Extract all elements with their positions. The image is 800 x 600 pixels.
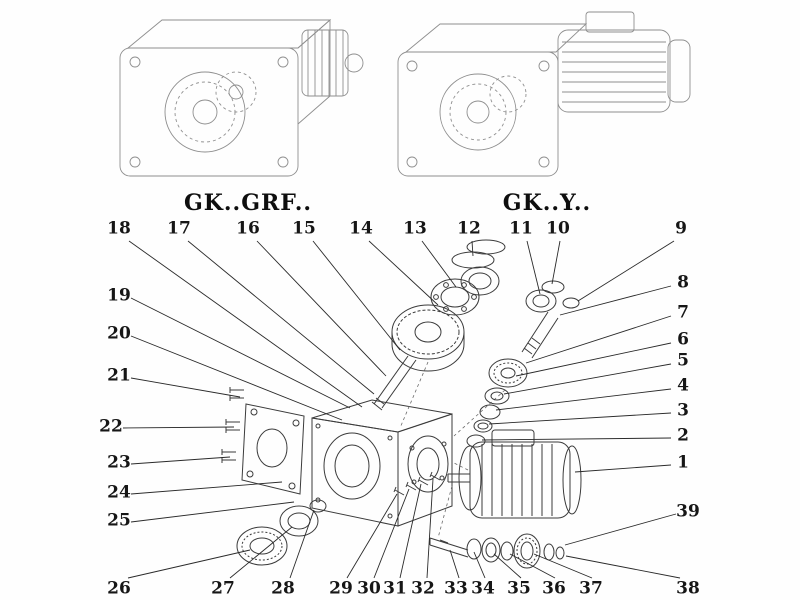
leader-line-16 — [256, 240, 387, 377]
part-callout-38: 38 — [676, 578, 700, 599]
gearbox-drawing-gky — [397, 11, 691, 177]
part-callout-26: 26 — [107, 578, 131, 599]
part-callout-27: 27 — [211, 578, 235, 599]
leader-line-28 — [289, 509, 315, 579]
exploded-pinion-assembly — [466, 280, 580, 448]
leader-line-24 — [130, 481, 283, 495]
part-callout-25: 25 — [107, 510, 131, 531]
part-callout-22: 22 — [99, 416, 123, 437]
leader-line-29 — [346, 493, 398, 579]
leader-line-11 — [526, 240, 541, 295]
leader-line-20 — [130, 335, 343, 421]
part-callout-28: 28 — [271, 578, 295, 599]
leader-line-10 — [551, 240, 561, 285]
leader-line-30 — [373, 488, 410, 579]
leader-line-13 — [421, 240, 457, 288]
leader-line-8 — [559, 285, 672, 316]
part-callout-35: 35 — [507, 578, 531, 599]
leader-line-32 — [426, 478, 434, 579]
part-callout-6: 6 — [677, 329, 689, 350]
part-callout-14: 14 — [349, 218, 373, 239]
part-callout-17: 17 — [167, 218, 191, 239]
part-callout-13: 13 — [403, 218, 427, 239]
leader-line-19 — [130, 297, 351, 409]
exploded-screws — [221, 387, 244, 463]
part-callout-20: 20 — [107, 323, 131, 344]
part-callout-10: 10 — [546, 218, 570, 239]
part-callout-1: 1 — [677, 452, 689, 473]
leader-line-5 — [503, 363, 672, 395]
exploded-flange-plate — [241, 403, 305, 495]
exploded-ring-gear-bearing — [236, 499, 327, 566]
part-callout-12: 12 — [457, 218, 481, 239]
part-callout-8: 8 — [677, 272, 689, 293]
leader-line-6 — [515, 342, 672, 377]
leader-line-4 — [495, 388, 672, 411]
part-callout-21: 21 — [107, 365, 131, 386]
gearbox-drawing-grf — [119, 19, 364, 177]
model-label-gk-y: GK..Y.. — [502, 190, 592, 216]
part-callout-29: 29 — [329, 578, 353, 599]
part-callout-36: 36 — [542, 578, 566, 599]
leader-line-34 — [473, 551, 486, 579]
leader-line-14 — [368, 240, 439, 306]
exploded-output-shaft-assembly — [429, 533, 565, 569]
part-callout-18: 18 — [107, 218, 131, 239]
part-callout-9: 9 — [675, 218, 687, 239]
leader-line-12 — [471, 240, 474, 257]
leader-line-33 — [449, 549, 460, 579]
leader-line-39 — [564, 513, 677, 546]
leader-line-9 — [577, 240, 675, 302]
leader-line-31 — [399, 483, 422, 579]
leader-line-22 — [122, 426, 235, 429]
leader-line-38 — [565, 555, 681, 579]
leader-line-17 — [187, 240, 375, 395]
leader-line-23 — [130, 456, 231, 465]
leader-line-2 — [481, 437, 672, 441]
part-callout-11: 11 — [509, 218, 533, 239]
leader-line-26 — [127, 549, 251, 579]
model-label-gk-grf: GK..GRF.. — [183, 190, 313, 216]
leader-line-15 — [312, 240, 401, 351]
exploded-housing — [311, 399, 453, 527]
leader-lines — [122, 240, 681, 579]
part-callout-37: 37 — [579, 578, 603, 599]
part-callout-19: 19 — [107, 285, 131, 306]
leader-line-36 — [509, 553, 556, 579]
exploded-motor — [447, 429, 582, 519]
part-callout-31: 31 — [383, 578, 407, 599]
leader-line-37 — [533, 553, 593, 579]
leader-line-27 — [229, 526, 293, 579]
part-callout-16: 16 — [236, 218, 260, 239]
part-callout-23: 23 — [107, 452, 131, 473]
part-callout-34: 34 — [471, 578, 495, 599]
part-callout-30: 30 — [357, 578, 381, 599]
part-callout-3: 3 — [677, 400, 689, 421]
leader-line-35 — [493, 553, 522, 579]
part-callout-15: 15 — [292, 218, 316, 239]
leader-line-18 — [128, 240, 363, 408]
part-callout-5: 5 — [677, 350, 689, 371]
leader-line-1 — [574, 464, 672, 473]
part-callout-24: 24 — [107, 482, 131, 503]
part-callout-4: 4 — [677, 375, 689, 396]
part-callout-32: 32 — [411, 578, 435, 599]
exploded-input-gear-assembly — [371, 239, 506, 411]
leader-line-3 — [488, 412, 672, 425]
part-callout-7: 7 — [677, 302, 689, 323]
leader-line-25 — [130, 501, 295, 523]
leader-line-7 — [525, 315, 672, 364]
part-callout-33: 33 — [444, 578, 468, 599]
exploded-motor-bolts — [393, 471, 441, 496]
leader-line-21 — [130, 377, 241, 398]
part-callout-39: 39 — [676, 501, 700, 522]
part-callout-2: 2 — [677, 425, 689, 446]
